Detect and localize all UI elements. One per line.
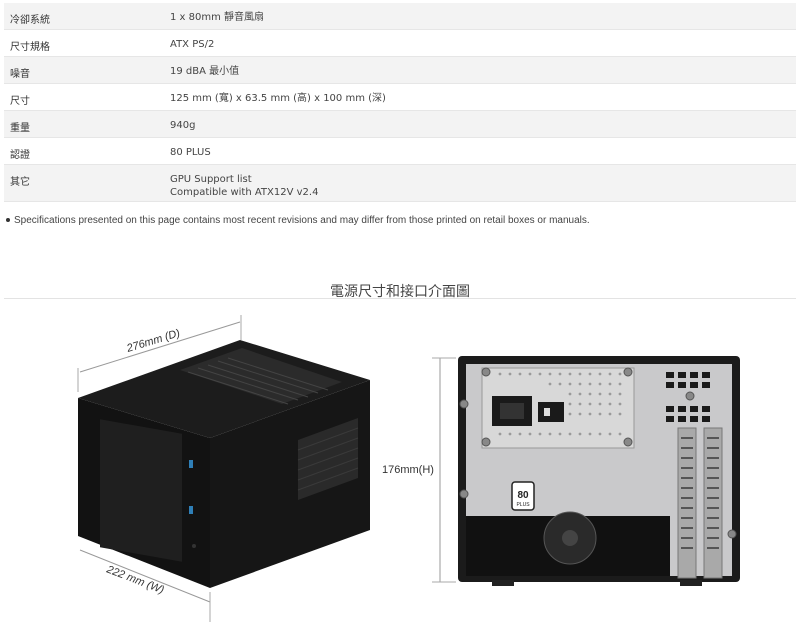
height-dimension: 176mm(H)	[382, 357, 456, 583]
power-switch-icon	[538, 402, 564, 422]
spec-label: 冷卻系統	[10, 15, 50, 26]
footnote: Specifications presented on this page co…	[6, 215, 590, 226]
spec-value: ATX PS/2	[170, 39, 215, 50]
badge-text: PLUS	[516, 502, 530, 508]
screw-icons	[459, 367, 737, 539]
80-plus-badge: 80 PLUS	[511, 481, 535, 511]
spec-row-cooling: 冷卻系統 1 x 80mm 靜音風扇	[4, 3, 796, 30]
spec-label: 尺寸規格	[10, 42, 50, 53]
footnote-text: Specifications presented on this page co…	[14, 215, 590, 226]
spec-label: 認證	[10, 150, 30, 161]
spec-label: 重量	[10, 123, 30, 134]
spec-row-noise: 噪音 19 dBA 最小值	[4, 57, 796, 84]
bullet-icon	[6, 218, 10, 223]
spec-value: 125 mm (寬) x 63.5 mm (高) x 100 mm (深)	[170, 93, 386, 104]
psu-vent-grille	[498, 372, 622, 436]
section-divider	[4, 298, 796, 299]
spec-value: 1 x 80mm 靜音風扇	[170, 12, 265, 23]
front-io-ports	[189, 460, 196, 548]
case-perspective-image: 276mm (D) 222 mm (W)	[77, 315, 370, 622]
spec-label: 尺寸	[10, 96, 30, 107]
spec-label: 其它	[10, 177, 30, 188]
spec-row-dimensions: 尺寸 125 mm (寬) x 63.5 mm (高) x 100 mm (深)	[4, 84, 796, 111]
spec-value: 19 dBA 最小值	[170, 66, 240, 77]
section-title: 電源尺寸和接口介面圖	[330, 284, 470, 300]
rear-panel-image: 176mm(H) 80 PL	[382, 356, 740, 586]
depth-label: 276mm (D)	[124, 327, 181, 355]
spec-row-weight: 重量 940g	[4, 111, 796, 138]
spec-row-certification: 認證 80 PLUS	[4, 138, 796, 165]
spec-value: 80 PLUS	[170, 147, 211, 158]
height-label: 176mm(H)	[382, 464, 434, 476]
spec-value-line: Compatible with ATX12V v2.4	[170, 187, 319, 198]
spec-table: 冷卻系統 1 x 80mm 靜音風扇 尺寸規格 ATX PS/2 噪音 19 d…	[4, 3, 796, 202]
badge-number: 80	[517, 490, 529, 501]
spec-value: 940g	[170, 120, 196, 131]
spec-value: GPU Support list Compatible with ATX12V …	[164, 165, 796, 201]
spec-link-gpu-support[interactable]: GPU Support list	[170, 174, 252, 185]
width-label: 222 mm (W)	[104, 563, 166, 596]
spec-label: 噪音	[10, 69, 30, 80]
spec-row-other: 其它 GPU Support list Compatible with ATX1…	[4, 165, 796, 202]
expansion-slots	[677, 427, 723, 579]
spec-row-form-factor: 尺寸規格 ATX PS/2	[4, 30, 796, 57]
